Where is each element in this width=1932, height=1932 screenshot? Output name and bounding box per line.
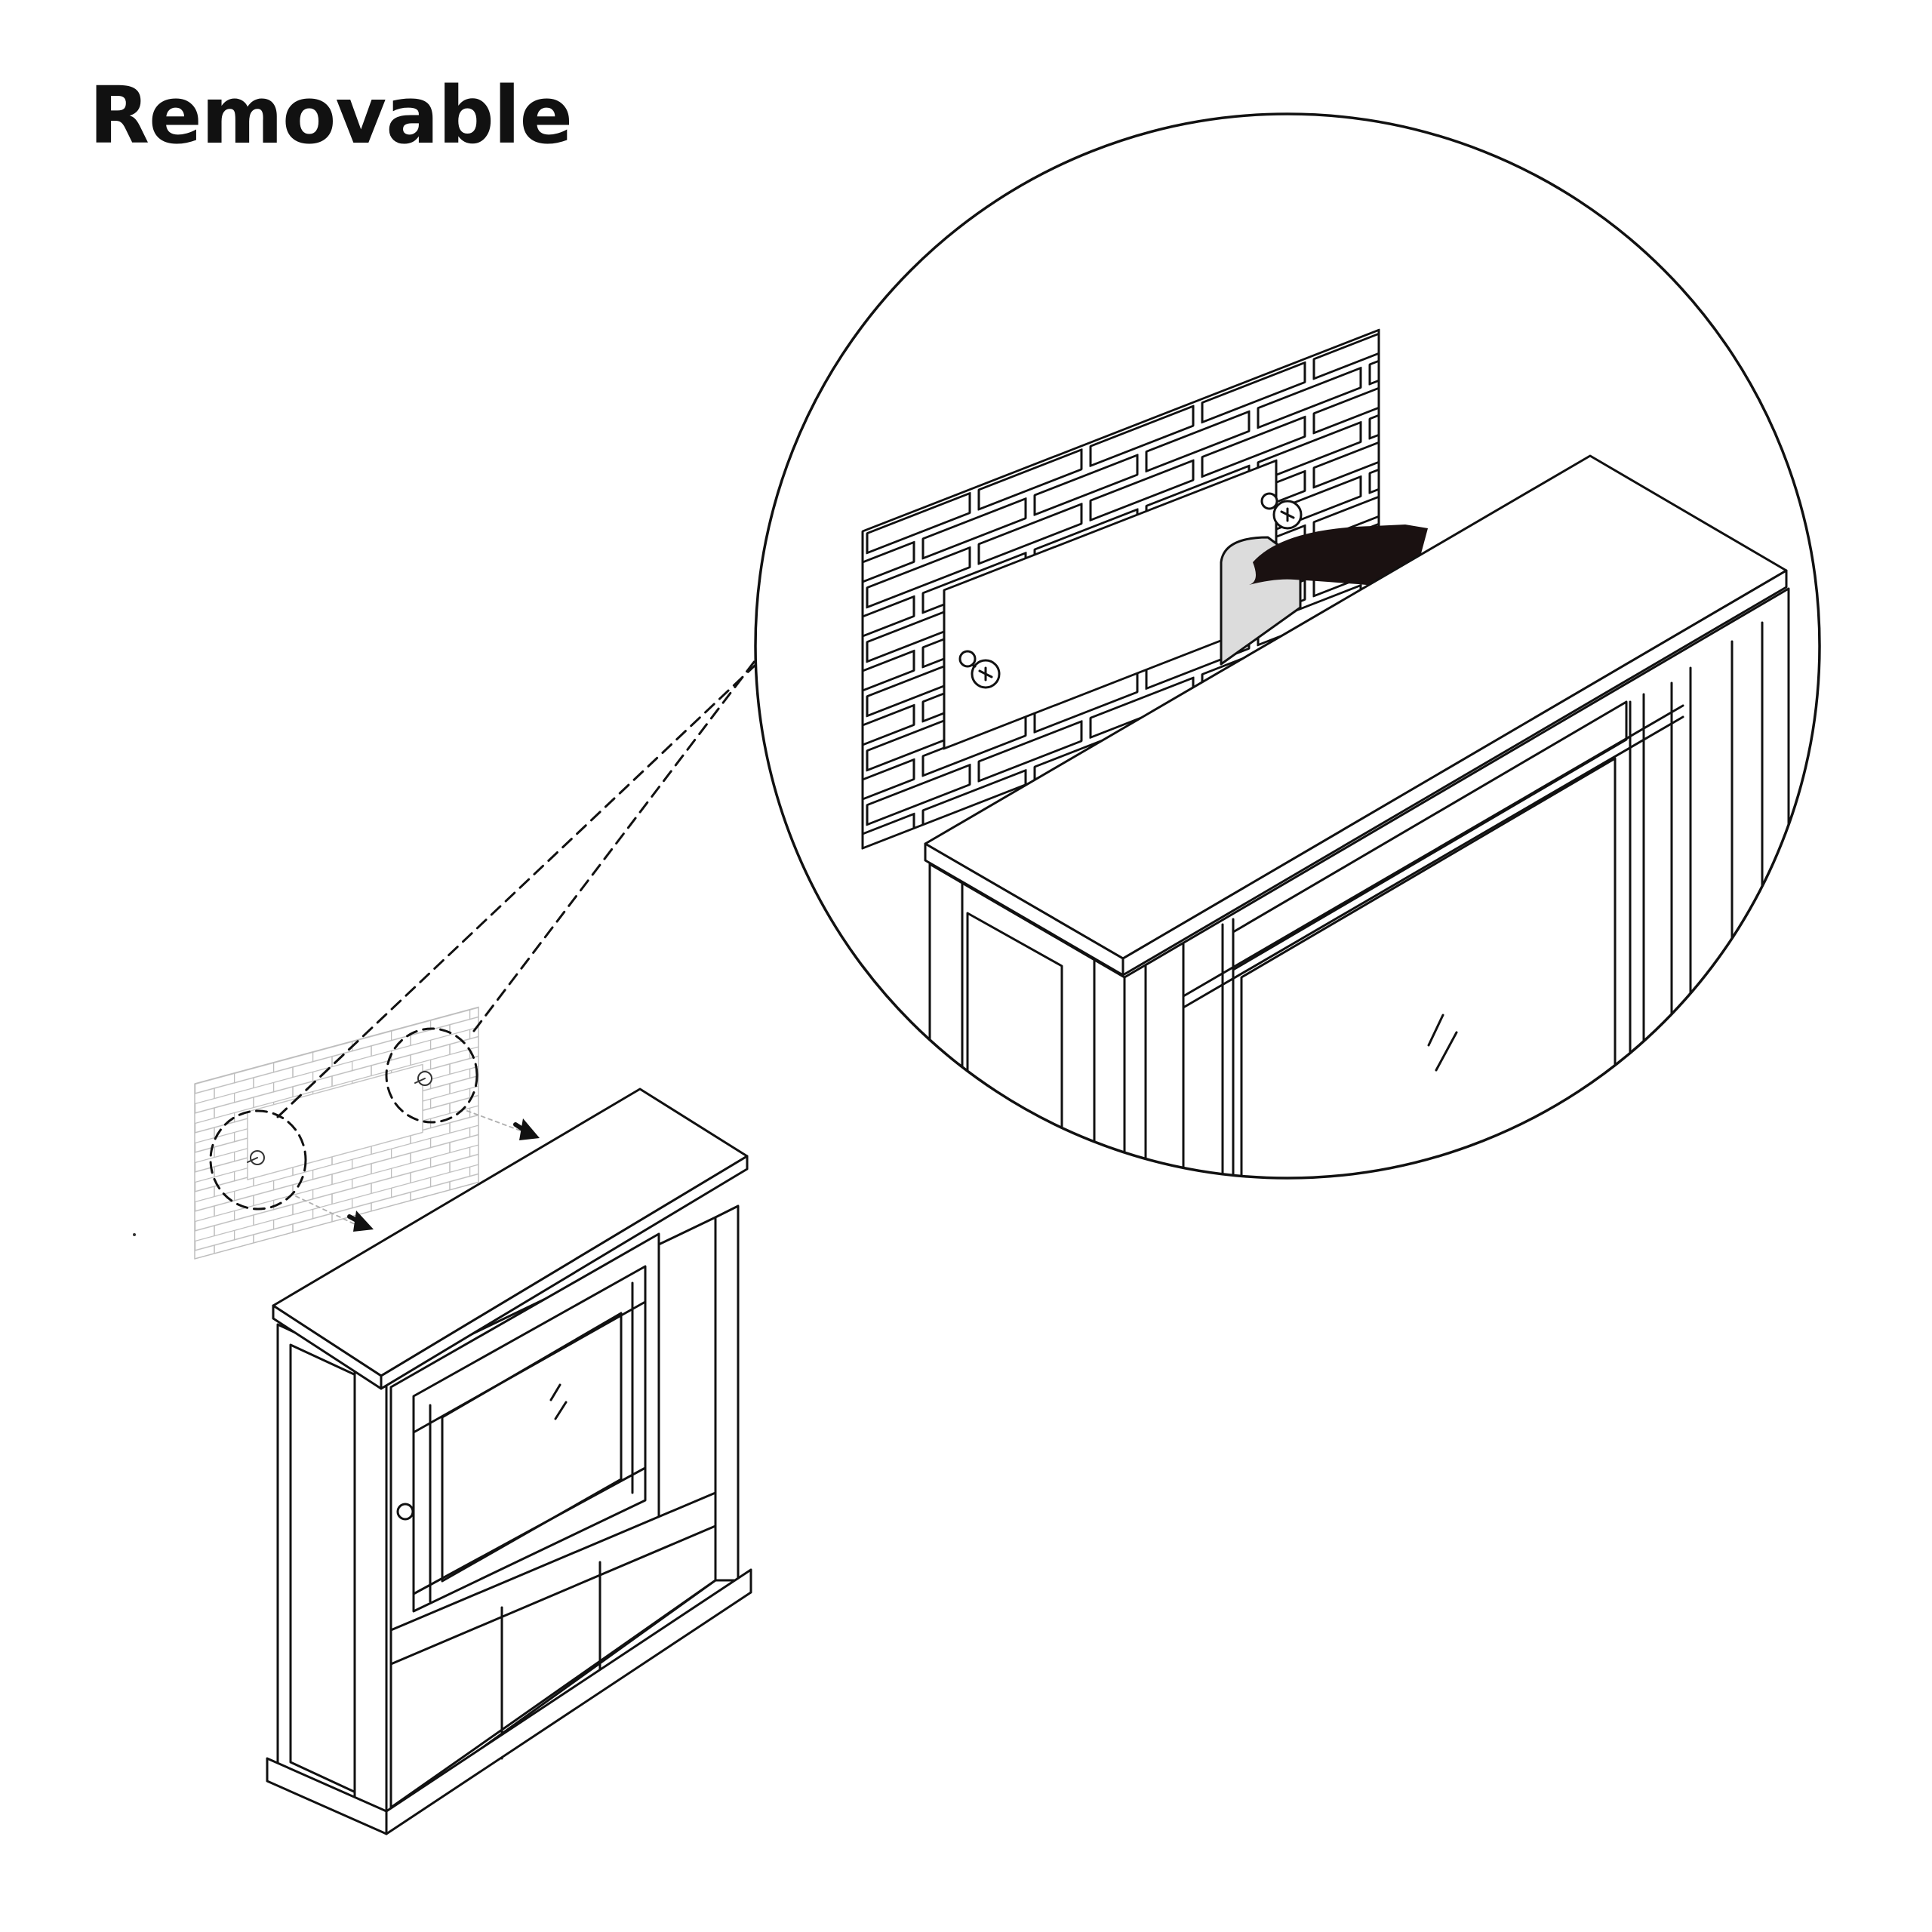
glass-reflection-icon — [1427, 1014, 1458, 1072]
zoom-brick-wall — [861, 328, 1380, 850]
callout-leader-lines — [276, 660, 756, 1118]
wall-hook-icon — [1260, 492, 1303, 530]
overview-wall — [194, 1006, 479, 1260]
wall-hook-icon — [247, 1150, 265, 1165]
zoom-cabinet — [924, 454, 1790, 1178]
alignment-guides — [295, 1110, 529, 1225]
glass-reflection-icon — [549, 1383, 568, 1420]
wall-hook-icon — [958, 650, 1001, 689]
zoom-circle-border — [754, 112, 1821, 1180]
bathroom-cabinet — [266, 1088, 752, 1835]
removal-arrow-icon — [1249, 525, 1428, 589]
detail-callout-circle — [385, 1027, 478, 1124]
door-knob-icon — [396, 1503, 414, 1521]
wall-hook-icon — [414, 1071, 432, 1086]
mounting-arrows — [347, 1118, 540, 1232]
page-title: Removable — [89, 69, 573, 162]
overview-hooks — [209, 1027, 478, 1211]
detail-callout-circle — [209, 1109, 307, 1211]
zoom-detail — [754, 112, 1821, 1180]
stray-dot — [133, 1233, 136, 1236]
